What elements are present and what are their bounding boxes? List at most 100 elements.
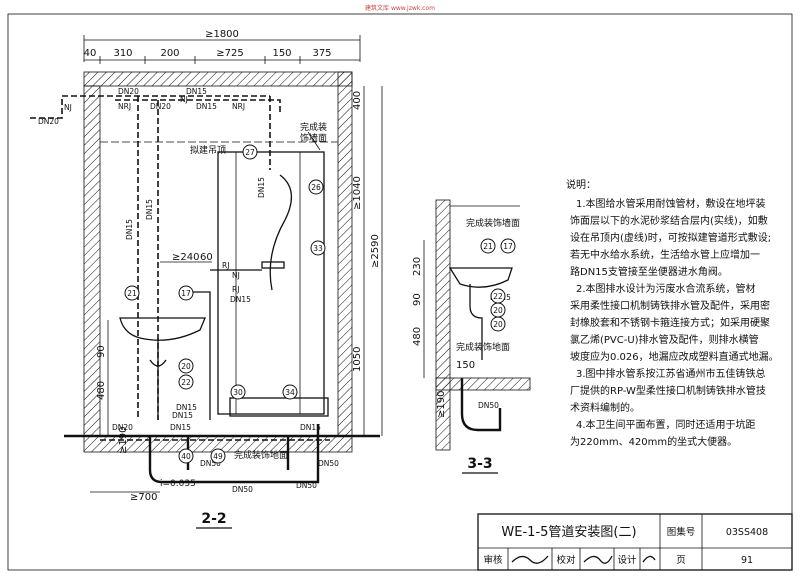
dim-bottom-2: i=0.035 [160,479,196,489]
callout-33: 33 [310,240,326,256]
dim-top-5: 375 [312,48,331,59]
callout-33-20b: 20 [490,316,506,332]
callout-20: 20 [178,358,194,374]
note-line-10: 3.图中排水管系按江苏省通州市五佳铸铁总 [576,367,766,380]
callout-22: 22 [178,374,194,390]
shower-hose [269,174,292,291]
pipe-label-dn15-a: DN15 [186,87,207,96]
shower-enclosure [217,151,325,415]
pipe-label-riser-dn15-c: DN15 [257,177,266,198]
ceiling-slab [83,71,353,87]
reviewer-signature [511,555,549,564]
note-line-1: 饰面层以下的水泥砂浆结合层内(实线)，如敷 [570,214,768,227]
dim-top-4: 150 [272,48,291,59]
dim-33-0: 230 [412,257,423,276]
pipe-label-dn50-d: DN50 [200,459,221,468]
svg-text:20: 20 [493,306,503,315]
checker-signature [583,555,613,564]
pipe-label-dn15-f: DN15 [172,411,193,420]
callout-33-17: 17 [500,238,516,254]
svg-text:20: 20 [181,362,191,371]
pipe-label-dn50-c: DN50 [318,459,339,468]
washbasin-3-3 [448,267,513,288]
designer-signature [642,555,656,563]
dim-33-1: 90 [412,293,423,306]
callout-40: 40 [178,448,194,464]
svg-text:34: 34 [285,388,295,397]
dim-right-2: ≥2590 [370,234,381,268]
washbasin [119,317,206,341]
note-line-13: 4.本卫生间平面布置，同时还适用于坑距 [576,418,756,431]
pipe-label-dn20-b: DN20 [150,102,171,111]
dim-top-1: 310 [113,48,132,59]
ceiling-note: 拟建吊顶 [190,144,226,156]
dim-top-3: ≥725 [216,48,243,59]
drain-main [148,424,320,484]
callout-33-21: 21 [480,238,496,254]
pipe-label-dn15-d: DN15 [230,295,251,304]
pipe-label-dn15-b: DN15 [196,102,217,111]
dim-left-2: ≥240 [172,252,199,263]
description-notes: 说明： 1.本图给水管采用耐蚀管材，敷设在地坪装 饰面层以下的水泥砂浆结合层内(… [566,178,779,448]
note-line-8: 氯乙烯(PVC-U)排水管及配件，则排水横管 [570,333,759,346]
dim-top-0: 40 [84,48,97,59]
note-line-14: 为220mm、420mm的坐式大便器。 [570,435,737,448]
dim-left-3: 60 [200,252,213,263]
pipe-label-riser-dn15-a: DN15 [125,219,134,240]
finished-wall-note-33: 完成装饰墙面 [466,217,520,229]
pipe-label-nrj-a: NRJ [118,102,131,111]
callout-21: 21 [124,285,140,301]
dim-33-b0: 150 [456,360,475,371]
dim-left-1: 480 [96,381,107,400]
svg-text:49: 49 [213,452,223,461]
note-line-4: 路DN15支管接至坐便器进水角阀。 [570,265,728,278]
dim-right-0: 400 [352,91,363,110]
dim-right-1: ≥1040 [352,176,363,210]
dim-33-2: 480 [412,327,423,346]
pipe-label-dn15-h: DN15 [300,423,321,432]
note-line-3: 若无中水给水系统，生活给水管上应增加一 [570,248,760,261]
note-line-0: 1.本图给水管采用耐蚀管材，敷设在地坪装 [576,197,766,210]
shower-tray [229,397,329,417]
dim-left-0: 90 [96,345,107,358]
note-line-5: 2.本图排水设计为污废水合流系统，管材 [576,282,756,295]
pipe-label-dn50-b: DN50 [232,485,253,494]
pipe-label-dn50-a: DN50 [296,481,317,490]
pipe-label-nrj-b: NRJ [232,102,245,111]
title-block: WE-1-5管道安装图(二) 图集号 03SS408 审核 校对 设计 页 91 [477,513,793,571]
svg-text:20: 20 [493,320,503,329]
pipe-basin-supply [186,291,211,420]
floor-3-3 [435,377,531,391]
svg-text:33: 33 [313,244,323,253]
callout-34: 34 [282,384,298,400]
atlas-number: 03SS408 [726,527,768,538]
shower-mixer [261,261,285,269]
callout-30: 30 [230,384,246,400]
drain-3-3 [460,378,502,432]
review-label: 审核 [483,554,503,566]
pipe-label-33-dn50: DN50 [478,401,499,410]
pipe-label-nj-in: NJ [64,103,72,112]
pipe-label-dn20-in: DN20 [38,117,59,126]
pipe-label-dn20-a: DN20 [118,87,139,96]
finished-wall-note-1: 完成装 [300,121,327,133]
caption-3-3: 3-3 [467,456,492,472]
note-line-9: 坡度应为0.026，地漏应改成塑料直通式地漏。 [570,350,779,363]
note-line-12: 术资料编制的。 [570,401,640,414]
callout-17: 17 [178,285,194,301]
svg-text:27: 27 [245,148,255,157]
pipe-label-riser-dn15-b: DN15 [145,199,154,220]
svg-text:21: 21 [127,289,137,298]
pipe-label-dn15-e: DN15 [170,423,191,432]
callout-27: 27 [242,144,258,160]
right-wall [337,71,353,437]
atlas-label: 图集号 [667,526,696,538]
finished-floor-note-22: 完成装饰地面 [234,449,288,461]
trap-3-3 [469,284,483,360]
svg-text:17: 17 [181,289,191,298]
svg-text:21: 21 [483,242,493,251]
finished-wall-note-2: 饰墙面 [300,132,327,144]
pipe-label-dn20-c: DN20 [112,423,133,432]
